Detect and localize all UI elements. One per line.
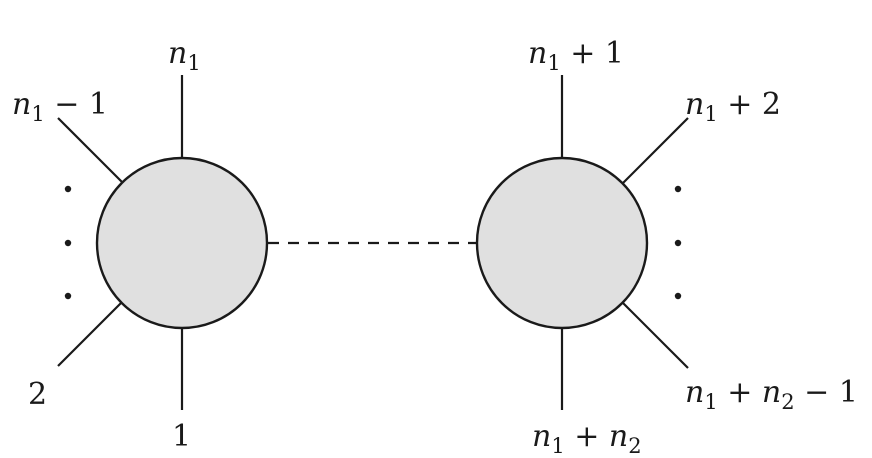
dot xyxy=(64,239,72,247)
right-leg-lower-right xyxy=(621,301,689,369)
dot xyxy=(674,239,682,247)
right-amplitude-blob xyxy=(475,156,649,330)
label-n1-minus-1: n1 − 1 xyxy=(12,87,108,126)
left-amplitude-blob xyxy=(95,156,269,330)
label-n1: n1 xyxy=(168,36,201,75)
label-n1-plus-2: n1 + 2 xyxy=(685,87,781,126)
dot xyxy=(674,292,682,300)
dot xyxy=(64,292,72,300)
dot xyxy=(64,185,72,193)
label-n1-plus-1: n1 + 1 xyxy=(528,36,624,75)
left-ellipsis-dots xyxy=(64,185,72,300)
label-n1-plus-n2-minus-1: n1 + n2 − 1 xyxy=(685,375,858,414)
right-leg-upper-right xyxy=(621,117,689,185)
dot xyxy=(674,185,682,193)
left-leg-upper-left xyxy=(57,117,123,183)
label-1: 1 xyxy=(172,419,191,454)
right-ellipsis-dots xyxy=(674,185,682,300)
left-leg-lower-left xyxy=(57,301,123,367)
label-2: 2 xyxy=(28,377,47,412)
label-n1-plus-n2: n1 + n2 xyxy=(532,419,642,458)
